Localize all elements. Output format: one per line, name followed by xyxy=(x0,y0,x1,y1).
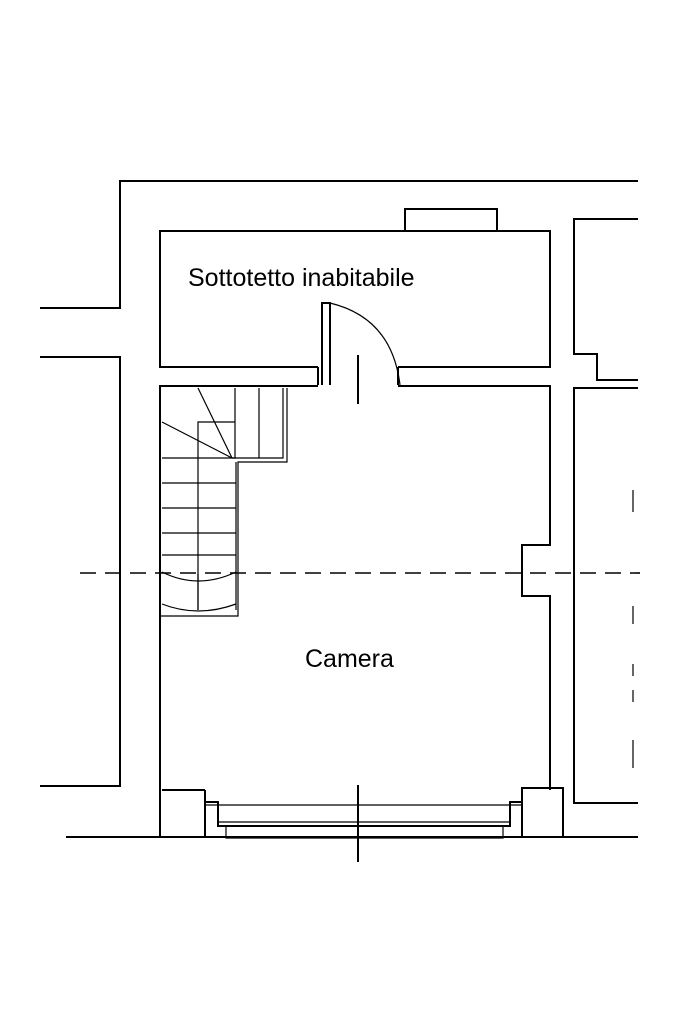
window xyxy=(205,785,522,862)
attic-label: Sottotetto inabitabile xyxy=(188,264,415,292)
door xyxy=(321,302,401,404)
bedroom-room xyxy=(159,385,564,836)
bedroom-label: Camera xyxy=(305,645,394,673)
outer-walls xyxy=(40,180,638,838)
attic-room xyxy=(159,208,551,385)
adjacent-building xyxy=(573,218,638,804)
staircase xyxy=(159,387,288,617)
